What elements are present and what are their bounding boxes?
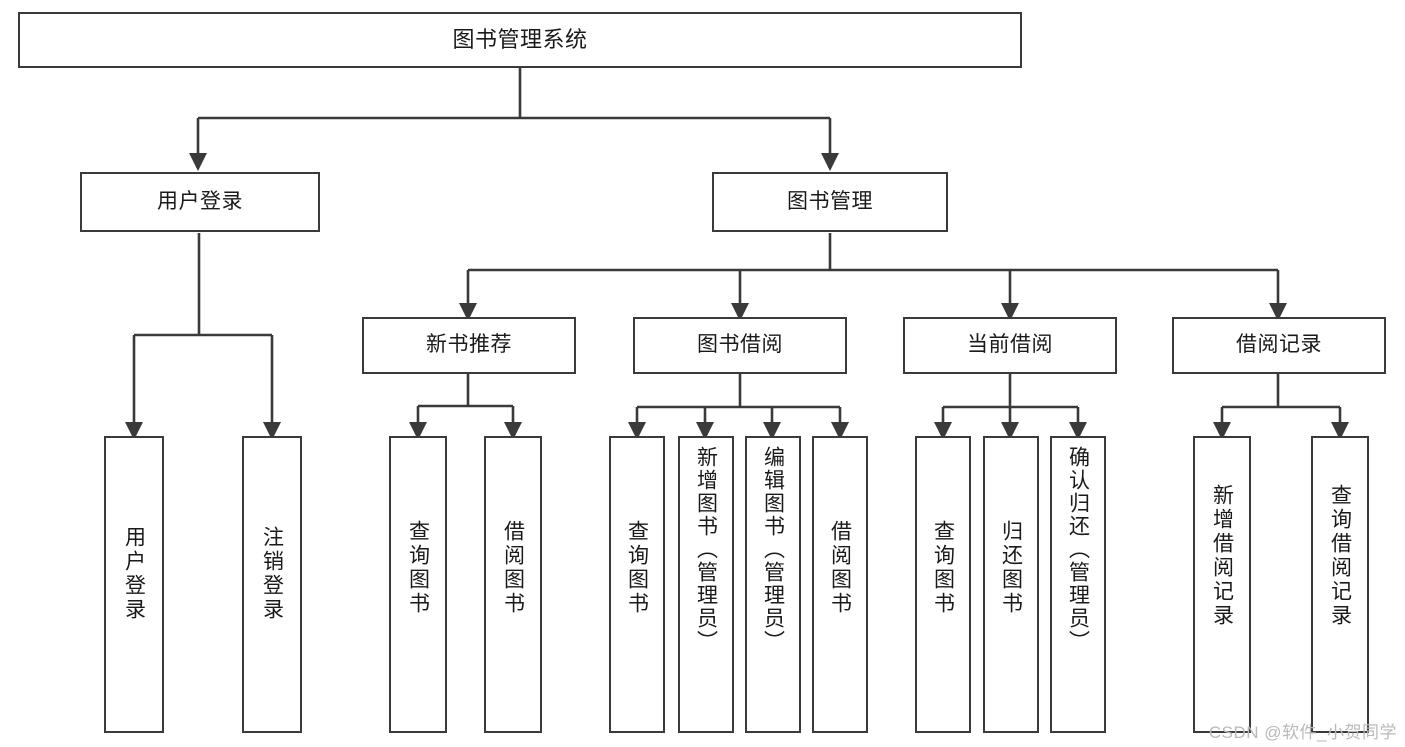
node-label: 图书管理 <box>787 189 873 213</box>
leaf-return-book[interactable]: 归还图书 <box>983 436 1039 733</box>
leaf-query-book-recommend[interactable]: 查询图书 <box>389 436 447 733</box>
leaf-add-borrow-record[interactable]: 新增借阅记录 <box>1193 436 1251 733</box>
node-label: 查询借阅记录 <box>1328 484 1352 628</box>
node-label: 编辑图书（管理员） <box>761 446 785 653</box>
node-label: 归还图书 <box>999 520 1023 616</box>
leaf-user-logout[interactable]: 注销登录 <box>242 436 302 733</box>
node-label: 新书推荐 <box>426 333 512 357</box>
leaf-user-login[interactable]: 用户登录 <box>104 436 164 733</box>
node-label: 借阅记录 <box>1236 333 1322 357</box>
leaf-query-borrow-record[interactable]: 查询借阅记录 <box>1311 436 1369 733</box>
node-root-book-management-system[interactable]: 图书管理系统 <box>18 12 1022 68</box>
node-label: 用户登录 <box>122 526 146 622</box>
node-label: 查询图书 <box>406 520 430 616</box>
node-label: 图书管理系统 <box>452 27 588 53</box>
node-label: 新增借阅记录 <box>1210 484 1234 628</box>
leaf-add-book-admin[interactable]: 新增图书（管理员） <box>678 436 734 733</box>
node-current-borrow[interactable]: 当前借阅 <box>903 317 1117 374</box>
watermark-text: CSDN @软件_小贺同学 <box>1208 723 1397 742</box>
node-borrow-record[interactable]: 借阅记录 <box>1172 317 1386 374</box>
leaf-query-book-borrow[interactable]: 查询图书 <box>609 436 665 733</box>
node-label: 借阅图书 <box>501 520 525 616</box>
node-label: 确认归还（管理员） <box>1066 446 1090 653</box>
node-label: 图书借阅 <box>697 333 783 357</box>
node-label: 查询图书 <box>931 520 955 616</box>
leaf-borrow-book-recommend[interactable]: 借阅图书 <box>484 436 542 733</box>
node-label: 当前借阅 <box>967 333 1053 357</box>
leaf-query-book-current[interactable]: 查询图书 <box>915 436 971 733</box>
leaf-edit-book-admin[interactable]: 编辑图书（管理员） <box>745 436 801 733</box>
node-book-borrow[interactable]: 图书借阅 <box>633 317 847 374</box>
node-label: 借阅图书 <box>828 520 852 616</box>
node-label: 用户登录 <box>157 189 243 213</box>
node-new-book-recommend[interactable]: 新书推荐 <box>362 317 576 374</box>
node-book-management[interactable]: 图书管理 <box>712 172 948 232</box>
node-user-login[interactable]: 用户登录 <box>80 172 320 232</box>
node-label: 注销登录 <box>260 526 284 622</box>
leaf-confirm-return-admin[interactable]: 确认归还（管理员） <box>1050 436 1106 733</box>
node-label: 查询图书 <box>625 520 649 616</box>
node-label: 新增图书（管理员） <box>694 446 718 653</box>
leaf-borrow-book[interactable]: 借阅图书 <box>812 436 868 733</box>
